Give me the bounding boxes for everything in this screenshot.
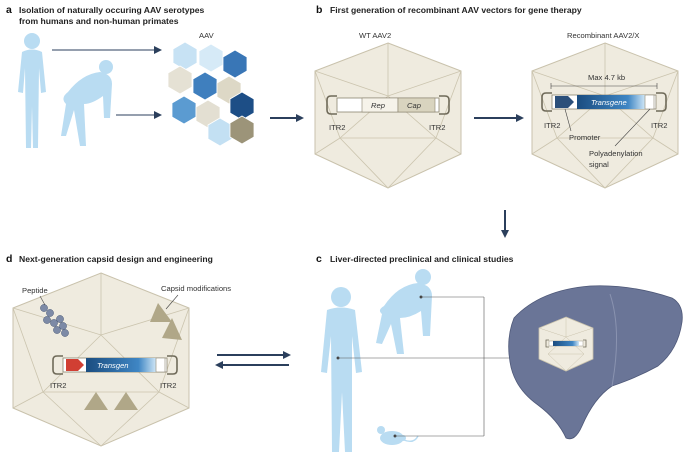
d-itr-left-label: ITR2 — [50, 381, 66, 390]
wt-genome: Rep Cap — [326, 95, 450, 115]
d-itr-right-label: ITR2 — [160, 381, 176, 390]
itr-hairpin-left — [52, 355, 63, 375]
panel-a-title-line1: Isolation of naturally occuring AAV sero… — [19, 5, 204, 15]
transgene-label: Transgen — [97, 361, 129, 370]
panel-d-title: Next-generation capsid design and engine… — [19, 254, 213, 264]
max-size-label: Max 4.7 kb — [588, 73, 625, 82]
aav-capsid — [192, 71, 218, 101]
polya-label-line2: signal — [589, 160, 609, 169]
capsid-modification — [84, 392, 108, 410]
aav-capsid — [222, 49, 248, 79]
itr-hairpin-left — [326, 95, 337, 115]
aav-label: AAV — [199, 31, 215, 40]
polya-box — [644, 94, 655, 110]
capsid-mods-label: Capsid modifications — [161, 284, 231, 293]
capsid-modification — [114, 392, 138, 410]
polya-pointer — [614, 108, 651, 147]
itr-hairpin-right — [656, 92, 667, 112]
panel-a-title-line2: from humans and non-human primates — [19, 16, 179, 26]
wt-itr-left-label: ITR2 — [329, 123, 345, 132]
chimp-silhouette-c — [376, 269, 432, 354]
human-silhouette-a — [18, 33, 46, 148]
panel-d: d Next-generation capsid design and engi… — [6, 253, 231, 447]
wt-itr-right-label: ITR2 — [429, 123, 445, 132]
promoter-pointer — [564, 108, 572, 132]
panel-a: a Isolation of naturally occuring AAV se… — [6, 4, 255, 148]
liver-organ — [508, 285, 683, 440]
rep-gene-label: Rep — [371, 101, 385, 110]
panel-c-title: Liver-directed preclinical and clinical … — [330, 254, 514, 264]
aav-capsid — [167, 65, 193, 95]
panel-b: b First generation of recombinant AAV ve… — [314, 4, 679, 189]
transgene-box — [577, 95, 645, 109]
recombinant-capsid — [531, 42, 679, 189]
aav-capsid — [172, 41, 198, 71]
transgene-label: Transgene — [591, 98, 627, 107]
capsid-modification — [150, 303, 172, 322]
promoter-arrow-icon — [555, 96, 574, 108]
cap-gene-label: Cap — [407, 101, 421, 110]
polya-label-line1: Polyadenylation — [589, 149, 643, 158]
promoter-label: Promoter — [569, 133, 601, 142]
aav-capsid — [229, 115, 255, 145]
aav-capsid-cluster — [167, 41, 255, 147]
engineered-genome: Transgen — [52, 355, 178, 375]
capsid-modification — [162, 318, 182, 340]
connector-lines — [336, 295, 524, 438]
recombinant-genome: Transgene — [541, 92, 667, 112]
panel-c-letter: c — [316, 253, 322, 265]
panel-c: c Liver-directed preclinical and clinica… — [316, 253, 683, 452]
liver-lobe-line — [609, 293, 617, 387]
mouse-silhouette — [377, 426, 419, 445]
aav-capsid — [171, 95, 197, 125]
itr-hairpin-left — [541, 92, 552, 112]
wt-capsid — [314, 42, 462, 189]
itr-hairpin-right — [167, 355, 178, 375]
rec-itr-right-label: ITR2 — [651, 121, 667, 130]
chimp-silhouette-a — [61, 60, 113, 146]
itr-hairpin-right — [439, 95, 450, 115]
wt-aav2-label: WT AAV2 — [359, 31, 391, 40]
promoter-arrow-icon — [66, 359, 84, 371]
transgene-box — [86, 358, 156, 372]
recombinant-aav-label: Recombinant AAV2/X — [567, 31, 639, 40]
human-silhouette-c — [321, 287, 362, 452]
peptide-icon — [40, 304, 69, 337]
panel-d-letter: d — [6, 253, 12, 265]
panel-a-letter: a — [6, 4, 12, 16]
aav-capsid — [198, 43, 224, 73]
liver-capsid — [538, 316, 594, 372]
rec-itr-left-label: ITR2 — [544, 121, 560, 130]
panel-b-letter: b — [316, 4, 322, 16]
peptide-label: Peptide — [22, 286, 48, 295]
panel-b-title: First generation of recombinant AAV vect… — [330, 5, 582, 15]
